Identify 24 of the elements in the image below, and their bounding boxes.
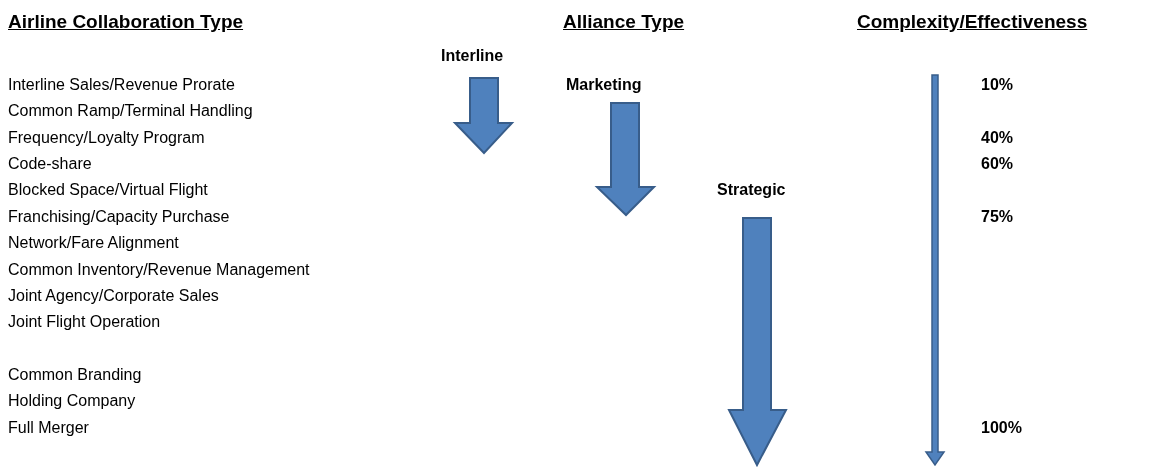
list-item: Network/Fare Alignment <box>8 233 179 253</box>
list-item: Code-share <box>8 154 92 174</box>
list-item: Joint Flight Operation <box>8 312 161 332</box>
list-item: Interline Sales/Revenue Prorate <box>8 75 235 95</box>
list-item: Common Inventory/Revenue Management <box>8 260 310 280</box>
list-item: Blocked Space/Virtual Flight <box>8 180 208 200</box>
list-item: Joint Agency/Corporate Sales <box>8 286 219 306</box>
column-heading: Alliance Type <box>563 12 685 32</box>
list-item: Common Ramp/Terminal Handling <box>8 101 253 121</box>
percentage-label: 100% <box>981 418 1022 438</box>
percentage-label: 10% <box>981 75 1014 95</box>
column-heading: Complexity/Effectiveness <box>857 12 1088 32</box>
list-item: Full Merger <box>8 418 89 438</box>
list-item: Common Branding <box>8 365 142 385</box>
list-item: Franchising/Capacity Purchase <box>8 207 230 227</box>
column-heading: Airline Collaboration Type <box>8 12 244 32</box>
percentage-label: 60% <box>981 154 1014 174</box>
arrow-label: Strategic <box>717 180 786 200</box>
list-item: Frequency/Loyalty Program <box>8 128 205 148</box>
percentage-label: 75% <box>981 207 1014 227</box>
arrow-label: Interline <box>441 46 504 66</box>
list-item: Holding Company <box>8 391 136 411</box>
percentage-label: 40% <box>981 128 1014 148</box>
arrow-label: Marketing <box>566 75 642 95</box>
